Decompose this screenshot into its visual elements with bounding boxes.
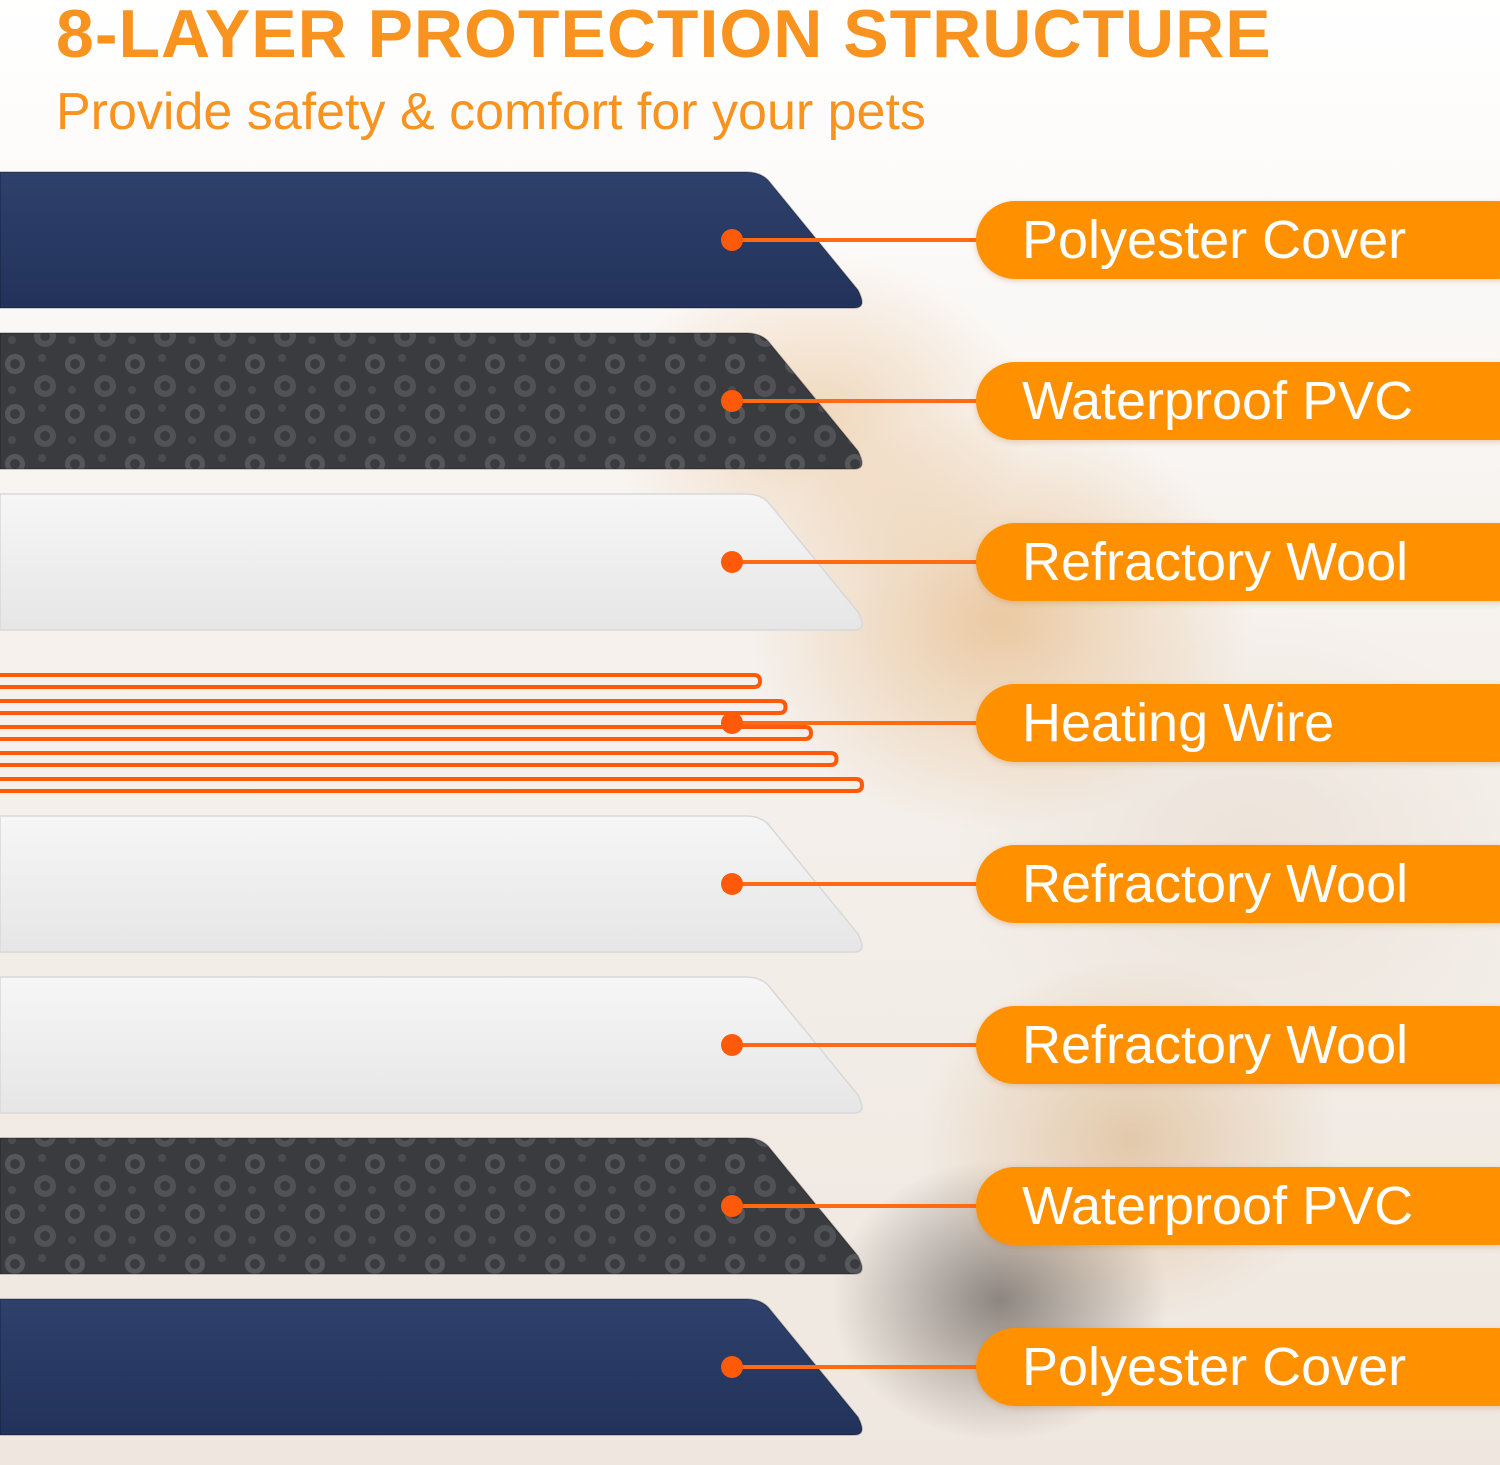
layer-label-pill: Refractory Wool	[976, 1006, 1500, 1084]
connector-dot	[721, 712, 743, 734]
heating-wire-shape	[0, 673, 865, 793]
layer-label-pill: Refractory Wool	[976, 845, 1500, 923]
layer-label-text: Refractory Wool	[1022, 532, 1409, 592]
pvc-layer-slab	[0, 1137, 863, 1275]
wool-layer-slab	[0, 493, 863, 631]
layer-label-pill: Polyester Cover	[976, 201, 1500, 279]
page-title: 8-LAYER PROTECTION STRUCTURE	[56, 0, 1272, 72]
connector-dot	[721, 1356, 743, 1378]
layer-label-pill: Waterproof PVC	[976, 1167, 1500, 1245]
page-subtitle: Provide safety & comfort for your pets	[56, 83, 926, 141]
layer-label-pill: Polyester Cover	[976, 1328, 1500, 1406]
layer-label-text: Refractory Wool	[1022, 1015, 1409, 1075]
connector-dot	[721, 1195, 743, 1217]
connector-dot	[721, 229, 743, 251]
polyester-layer-slab	[0, 1298, 863, 1436]
connector-dot	[721, 873, 743, 895]
layer-label-pill: Heating Wire	[976, 684, 1500, 762]
layer-label-text: Refractory Wool	[1022, 854, 1409, 914]
layer-label-pill: Waterproof PVC	[976, 362, 1500, 440]
connector-dot	[721, 1034, 743, 1056]
layer-label-text: Waterproof PVC	[1022, 371, 1414, 431]
wool-layer-slab	[0, 815, 863, 953]
layer-label-text: Polyester Cover	[1022, 1337, 1407, 1397]
layer-label-text: Polyester Cover	[1022, 210, 1407, 270]
connector-dot	[721, 551, 743, 573]
layer-label-text: Waterproof PVC	[1022, 1176, 1414, 1236]
connector-dot	[721, 390, 743, 412]
pvc-layer-slab	[0, 332, 863, 470]
layer-label-text: Heating Wire	[1022, 693, 1335, 753]
wool-layer-slab	[0, 976, 863, 1114]
layer-label-pill: Refractory Wool	[976, 523, 1500, 601]
polyester-layer-slab	[0, 171, 863, 309]
